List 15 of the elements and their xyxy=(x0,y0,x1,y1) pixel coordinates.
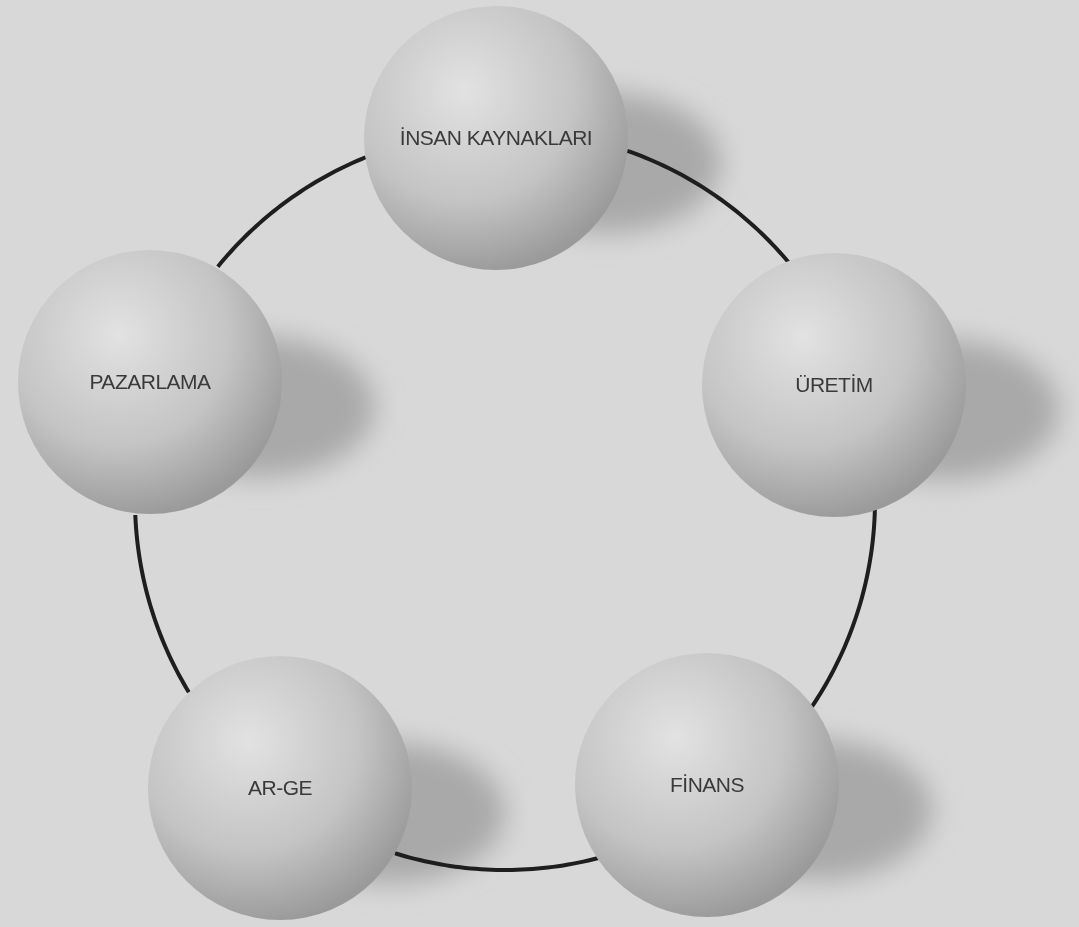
sphere-label: PAZARLAMA xyxy=(88,368,212,395)
sphere xyxy=(701,252,967,518)
sphere-label: ÜRETİM xyxy=(794,371,874,398)
sphere xyxy=(574,652,840,918)
connector-arc xyxy=(133,514,191,694)
connector-arc xyxy=(810,509,877,708)
sphere-label: AR-GE xyxy=(247,774,313,801)
sphere xyxy=(363,5,629,271)
sphere-label: FİNANS xyxy=(669,771,745,798)
connector-arc xyxy=(394,851,599,872)
sphere-label: İNSAN KAYNAKLARI xyxy=(398,124,594,151)
sphere xyxy=(147,655,413,921)
connector-arc xyxy=(216,155,367,268)
sphere xyxy=(17,249,283,515)
connector-arc xyxy=(626,148,791,264)
